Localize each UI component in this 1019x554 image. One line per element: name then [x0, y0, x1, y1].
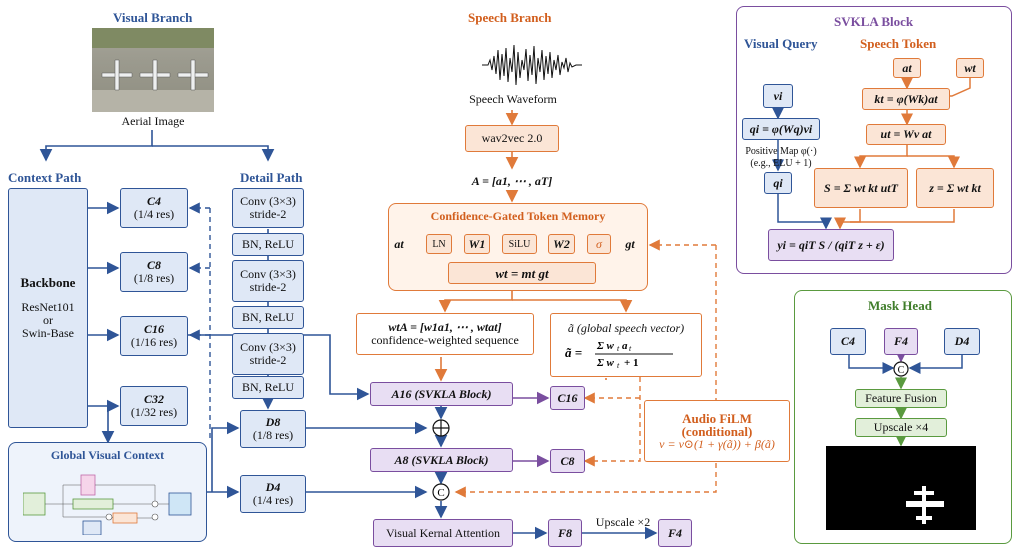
- svg-text:a: a: [622, 340, 628, 352]
- wav2vec-box: wav2vec 2.0: [465, 125, 559, 152]
- context-path-title: Context Path: [8, 170, 82, 185]
- op-ln: LN: [426, 234, 452, 254]
- c8-tilde-box: C8: [550, 449, 585, 473]
- svg-text:t: t: [617, 361, 620, 369]
- vi-box: vi: [763, 84, 793, 108]
- detail-layer-3: Conv (3×3)stride-2: [232, 260, 304, 302]
- f8-box: F8: [548, 519, 582, 547]
- image-caption: Aerial Image: [121, 114, 185, 128]
- qi-box: qi: [764, 172, 792, 194]
- feature-c16: C16 (1/16 res): [120, 316, 188, 356]
- aerial-image: [92, 28, 214, 112]
- speech-branch-title: Speech Branch: [468, 10, 552, 25]
- memory-output-gt: gt: [625, 237, 635, 251]
- feature-d4: D4(1/4 res): [240, 475, 306, 513]
- detail-layer-1: Conv (3×3)stride-2: [232, 188, 304, 228]
- svkla-title: SVKLA Block: [834, 14, 914, 29]
- svg-text:Σ w: Σ w: [596, 357, 615, 369]
- svg-text:C: C: [437, 487, 444, 499]
- f4-box: F4: [658, 519, 692, 547]
- speech-token-title: Speech Token: [860, 36, 937, 51]
- backbone-option-2: Swin-Base: [22, 326, 74, 340]
- backbone-box: Backbone ResNet101 or Swin-Base: [8, 188, 88, 428]
- global-visual-context-box: Global Visual Context: [8, 442, 207, 542]
- backbone-title: Backbone: [20, 275, 76, 290]
- feature-c8: C8 (1/8 res): [120, 252, 188, 292]
- yi-output-box: yi = qiT S / (qiT z + ε): [768, 229, 894, 261]
- positive-map-example: (e.g., ELU + 1): [750, 158, 812, 169]
- audio-film-box: Audio FiLM (conditional) v = v⊙(1 + γ(ã)…: [644, 400, 790, 462]
- concat-operator: [432, 483, 450, 501]
- backbone-option-or: or: [43, 313, 53, 327]
- svg-text:t: t: [629, 344, 632, 353]
- feature-c32: C32 (1/32 res): [120, 386, 188, 426]
- visual-query-title: Visual Query: [744, 36, 818, 51]
- feature-d8: D8(1/8 res): [240, 410, 306, 448]
- s-accumulator-box: S = Σ wt kt utT: [814, 168, 908, 208]
- wt-token-box: wt: [956, 58, 984, 78]
- mask-head-panel: [794, 290, 1012, 544]
- mask-head-title: Mask Head: [868, 298, 932, 313]
- weight-eq-box: wt = mt gt: [448, 262, 596, 284]
- upscale-x2-label: Upscale ×2: [595, 515, 651, 529]
- svg-text:Σ w: Σ w: [596, 340, 615, 352]
- feature-c4: C4 (1/4 res): [120, 188, 188, 228]
- memory-input-at: at: [394, 237, 404, 251]
- op-w1: W1: [464, 234, 490, 254]
- detail-path-title: Detail Path: [240, 170, 303, 185]
- c16-tilde-box: C16: [550, 386, 585, 410]
- kt-projection-box: kt = φ(Wk)at: [862, 88, 950, 110]
- visual-branch-title: Visual Branch: [113, 10, 193, 25]
- weighted-sequence-box: wtA = [w1a1, ⋯ , wtat] confidence-weight…: [356, 313, 534, 355]
- op-sigma: σ: [587, 234, 611, 254]
- detail-layer-5: Conv (3×3)stride-2: [232, 333, 304, 375]
- positive-map-label: Positive Map φ(·): [745, 146, 817, 157]
- mask-input-f4: F4: [884, 328, 918, 355]
- waveform-caption: Speech Waveform: [469, 92, 557, 106]
- upscale-x4-box: Upscale ×4: [855, 418, 947, 437]
- feature-fusion-box: Feature Fusion: [855, 389, 947, 408]
- backbone-option-1: ResNet101: [21, 300, 75, 314]
- svg-text:ã =: ã =: [565, 345, 582, 360]
- qi-projection-box: qi = φ(Wq)vi: [742, 118, 820, 140]
- z-accumulator-box: z = Σ wt kt: [916, 168, 994, 208]
- at-token-box: at: [893, 58, 921, 78]
- svg-text:C: C: [898, 365, 905, 376]
- svg-text:t: t: [617, 344, 620, 353]
- mask-input-d4: D4: [944, 328, 980, 355]
- svg-text:+ 1: + 1: [624, 357, 639, 369]
- op-w2: W2: [548, 234, 575, 254]
- predicted-mask: [826, 446, 976, 530]
- a16-svkla-box: A16 (SVKLA Block): [370, 382, 513, 406]
- visual-kernel-attention-box: Visual Kernal Attention: [373, 519, 513, 547]
- svkla-panel: [736, 6, 1012, 274]
- op-silu: SiLU: [502, 234, 537, 254]
- mask-concat-operator: [893, 361, 909, 377]
- detail-layer-2: BN, ReLU: [232, 233, 304, 256]
- detail-layer-4: BN, ReLU: [232, 306, 304, 329]
- a8-svkla-box: A8 (SVKLA Block): [370, 448, 513, 472]
- mask-input-c4: C4: [830, 328, 866, 355]
- speech-waveform: [482, 44, 582, 86]
- ut-box: ut = Wv at: [866, 124, 946, 145]
- detail-layer-6: BN, ReLU: [232, 376, 304, 399]
- sequence-a: A = [a1, ⋯ , aT]: [471, 174, 553, 188]
- global-context-diagram: [23, 474, 192, 535]
